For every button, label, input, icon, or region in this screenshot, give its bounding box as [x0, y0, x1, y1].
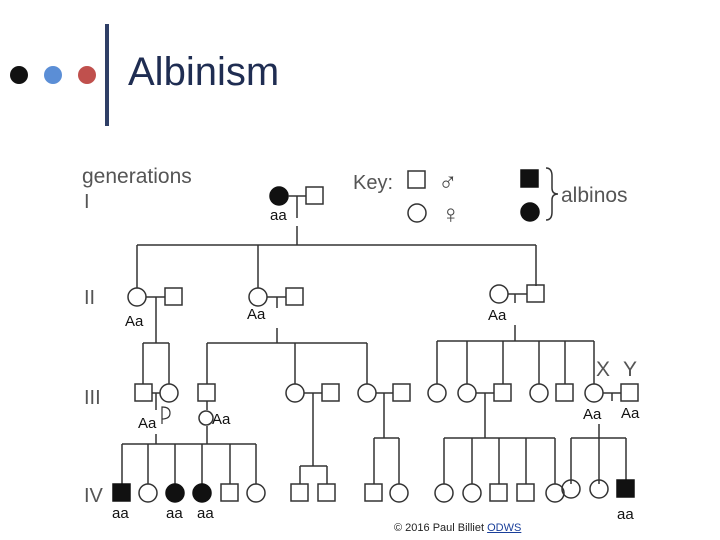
gen4-female-affected-2: [192, 483, 212, 503]
genotype-gen4-1: aa: [112, 505, 129, 522]
gen2-male-mid: [285, 287, 304, 306]
key-female-symbol: ♀: [441, 199, 461, 229]
generations-label: generations: [82, 165, 192, 188]
title-divider: [105, 24, 109, 126]
gen3-female-x: [584, 383, 604, 403]
gen3-female-2-spouse: [198, 410, 214, 426]
copyright-notice: © 2016 Paul Billiet ODWS: [394, 522, 521, 534]
gen4-male-1: [220, 483, 239, 502]
gen4-female-1: [138, 483, 158, 503]
generation-numeral-4: IV: [84, 485, 104, 507]
gen4-female-2: [246, 483, 266, 503]
parent-label-y: Y: [623, 358, 637, 381]
gen2-male-left: [164, 287, 183, 306]
gen1-male: [305, 186, 324, 205]
key-affected-circle: [520, 202, 540, 222]
generation-numeral-1: I: [84, 191, 90, 213]
key-male-symbol: ♂: [438, 167, 458, 197]
key-female-circle: [407, 203, 427, 223]
page-title: Albinism: [128, 50, 280, 94]
gen3-female-3: [285, 383, 305, 403]
genotype-gen2-right: Aa: [488, 307, 507, 324]
header-dots: [10, 66, 100, 84]
gen4-male-3: [317, 483, 336, 502]
generation-numeral-3: III: [84, 387, 101, 409]
parent-label-x: X: [596, 358, 610, 381]
gen1-female-affected: [269, 186, 289, 206]
genotype-gen3-x: Aa: [583, 406, 602, 423]
genotype-gen4-3: aa: [197, 505, 214, 522]
gen3-male-3: [321, 383, 340, 402]
gen3-male-4: [392, 383, 411, 402]
gen3-female-6: [457, 383, 477, 403]
genotype-gen3-left: Aa: [138, 415, 157, 432]
gen2-female-left: [127, 287, 147, 307]
gen3-male-5: [493, 383, 512, 402]
gen4-male-affected-2: [616, 479, 635, 498]
gen4-female-5: [462, 483, 482, 503]
key-affected-label: albinos: [561, 184, 628, 207]
gen4-female-7: [561, 479, 581, 499]
gen3-male-1: [134, 383, 153, 402]
gen4-female-8: [589, 479, 609, 499]
key-legend: Key: ♂ ♀ albinos: [353, 167, 628, 229]
key-label: Key:: [353, 172, 393, 194]
genotype-gen4-2: aa: [166, 505, 183, 522]
gen4-female-6: [545, 483, 565, 503]
gen3-male-2: [197, 383, 216, 402]
key-brace: [545, 167, 559, 221]
gen4-female-3: [389, 483, 409, 503]
gen2-female-right: [489, 284, 509, 304]
genotype-gen3-mid: Aa: [212, 411, 231, 428]
blue-dot: [44, 66, 62, 84]
genotype-gen1: aa: [270, 207, 287, 224]
gen4-male-4: [364, 483, 383, 502]
black-dot: [10, 66, 28, 84]
gen4-male-5: [489, 483, 508, 502]
gen3-female-1: [159, 383, 179, 403]
genotype-gen2-left: Aa: [125, 313, 144, 330]
red-dot: [78, 66, 96, 84]
gen3-female-7: [529, 383, 549, 403]
genotype-gen2-mid: Aa: [247, 306, 266, 323]
gen3-female-4: [357, 383, 377, 403]
gen2-male-right: [526, 284, 545, 303]
odws-link[interactable]: ODWS: [487, 522, 522, 534]
gen3-male-y: [620, 383, 639, 402]
gen2-female-mid: [248, 287, 268, 307]
gen4-male-2: [290, 483, 309, 502]
gen3-male-6: [555, 383, 574, 402]
copyright-text: © 2016 Paul Billiet: [394, 522, 485, 534]
gen4-female-4: [434, 483, 454, 503]
generation-numeral-2: II: [84, 287, 95, 309]
gen4-male-6: [516, 483, 535, 502]
gen4-male-affected-1: [112, 483, 131, 502]
gen4-female-affected-1: [165, 483, 185, 503]
key-male-square: [407, 170, 426, 189]
gen3-female-5: [427, 383, 447, 403]
key-affected-square: [520, 169, 539, 188]
genotype-gen3-y: Aa: [621, 405, 640, 422]
genotype-gen4-4: aa: [617, 506, 634, 523]
marriage-p-mark: [161, 406, 171, 424]
